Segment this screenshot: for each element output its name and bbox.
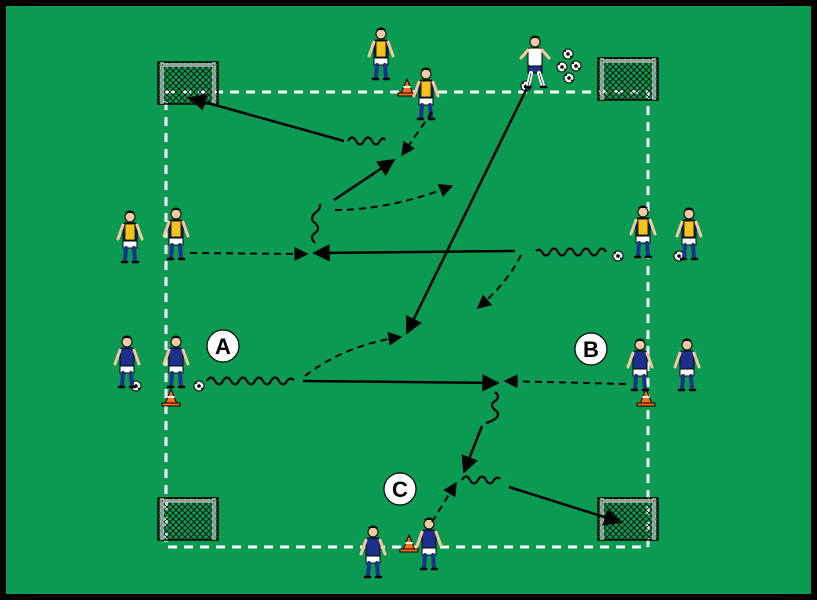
run-arrow — [401, 111, 433, 157]
shot-arrow — [188, 93, 345, 143]
shot-arrow — [508, 485, 622, 526]
dribble-path — [461, 475, 501, 485]
goal-icon — [156, 496, 220, 542]
goal-icon — [596, 56, 660, 102]
dribble-path — [206, 376, 295, 386]
dribble-path — [310, 203, 322, 244]
pass-arrow — [333, 158, 396, 202]
long-pass-arrow — [405, 87, 529, 335]
ball-icon — [570, 60, 582, 72]
ball-icon — [612, 250, 624, 262]
label-a-badge: A — [206, 329, 240, 363]
dribble-path — [347, 136, 386, 146]
ball-icon — [563, 72, 575, 84]
run-arrow — [189, 246, 309, 261]
label-a: A — [215, 334, 231, 359]
run-arrow — [431, 481, 457, 523]
solid-arrows — [188, 87, 622, 526]
dashed-arrows — [189, 111, 627, 523]
dribble-path — [485, 391, 500, 425]
pass-arrow — [302, 374, 500, 392]
ball-icon — [562, 48, 574, 60]
ball-icon — [193, 380, 205, 392]
label-b-badge: B — [574, 332, 608, 366]
dribble-lines — [206, 136, 607, 485]
label-b: B — [583, 337, 599, 362]
label-c-badge: C — [383, 472, 417, 506]
pass-arrow — [461, 425, 484, 474]
dribble-path — [535, 247, 607, 257]
run-arrow — [476, 254, 522, 309]
label-c: C — [392, 477, 408, 502]
goal-icon — [156, 60, 220, 106]
run-arrow — [503, 374, 627, 389]
pass-arrow — [312, 244, 516, 262]
run-arrow — [304, 331, 403, 377]
ball-icon — [556, 61, 568, 73]
